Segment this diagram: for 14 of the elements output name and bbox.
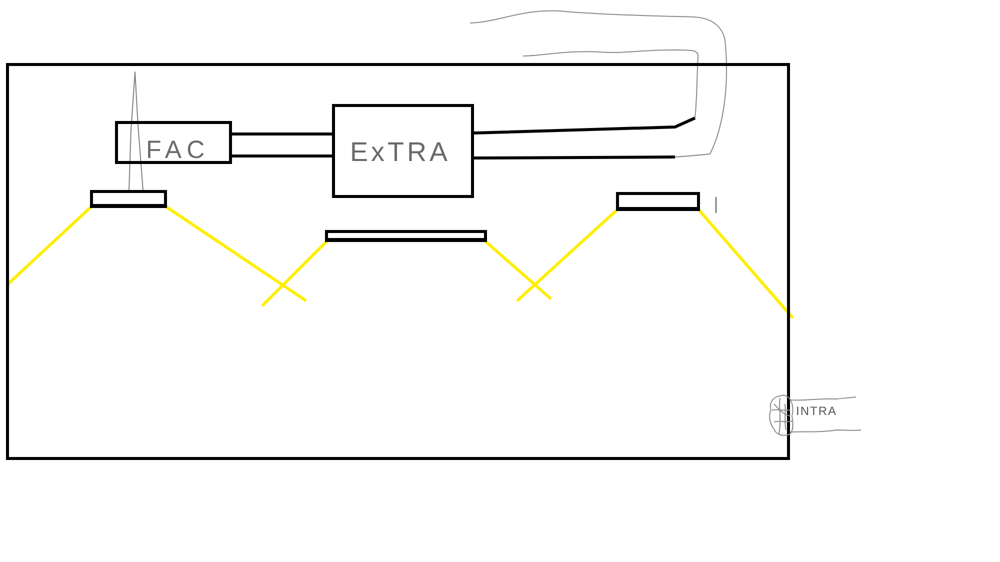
light-fixture (325, 230, 487, 242)
node-label: ExTRA (350, 137, 451, 167)
cable-line (470, 10, 727, 160)
node-label: INTRA (796, 404, 837, 418)
process-box (332, 104, 474, 198)
connector-line (232, 154, 332, 158)
cable-line (474, 49, 699, 134)
connector-line (232, 132, 332, 136)
room-outline (6, 63, 790, 460)
node-label: FAC (146, 136, 210, 164)
process-box (115, 121, 232, 164)
light-fixture (90, 190, 167, 208)
light-fixture (616, 192, 700, 211)
wire-line (128, 72, 144, 190)
